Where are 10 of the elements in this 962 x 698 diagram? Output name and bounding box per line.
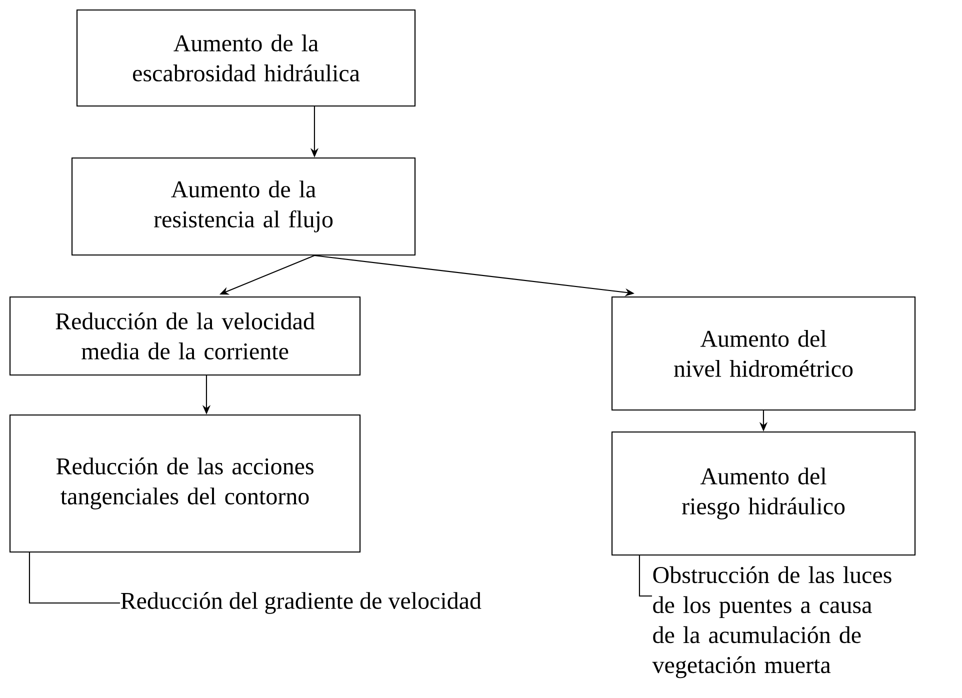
process-box: Aumento del riesgo hidráulico xyxy=(611,431,916,556)
process-box: Reducción de la velocidad media de la corriente xyxy=(9,296,361,376)
note-text: Obstrucción de las luces de los puentes a causa de la acumulación de vegetación muerta xyxy=(652,566,892,678)
process-box: Aumento de la resistencia al flujo xyxy=(71,157,416,256)
leader-line xyxy=(638,556,652,597)
process-box: Reducción de las acciones tangenciales del contorno xyxy=(9,414,361,553)
process-box: Aumento del nivel hidrométrico xyxy=(611,296,916,411)
process-box: Aumento de la escabrosidad hidráulica xyxy=(76,9,416,107)
leader-line xyxy=(28,552,120,604)
note-text: Reducción del gradiente de velocidad xyxy=(120,592,482,614)
